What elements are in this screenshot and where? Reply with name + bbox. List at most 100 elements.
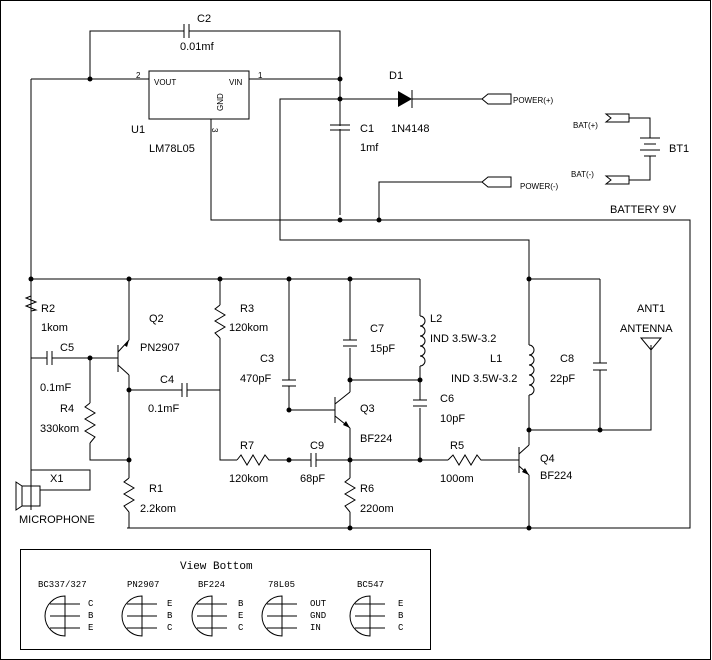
u1-part: LM78L05 [149,143,195,155]
c7-ref: C7 [370,323,384,335]
antenna-ant1: ANT1 ANTENNA [620,303,673,351]
q4-part: BF224 [540,470,572,482]
r6-ref: R6 [360,483,374,495]
q3-ref: Q3 [360,403,375,415]
q4-ref: Q4 [540,453,555,465]
pinout-part-name: 78L05 [268,580,295,590]
diode-d1: D1 1N4148 [389,70,430,135]
inductor-l1: L1 IND 3.5W-3.2 [451,344,535,396]
pin-label: B [167,611,173,621]
ant1-label: ANTENNA [620,323,673,335]
main-wiring [28,240,652,531]
pin-label: OUT [310,599,327,609]
r4-value: 330kom [40,423,79,435]
pin-label: E [398,599,403,609]
c3-value: 470pF [240,373,271,385]
capacitor-c1: C1 1mf [330,123,379,154]
pin-label: C [238,623,244,633]
pin-label: IN [310,623,321,633]
r6-value: 220om [360,503,394,515]
r3-ref: R3 [240,303,254,315]
pin-label: E [167,599,172,609]
capacitor-c4: C4 0.1mF [148,374,190,415]
c8-value: 22pF [550,373,575,385]
c2-value: 0.01mf [180,41,215,53]
r2-ref: R2 [41,303,55,315]
c3-ref: C3 [260,353,274,365]
c5-ref: C5 [60,342,74,354]
d1-value: 1N4148 [391,123,430,135]
q2-ref: Q2 [149,313,164,325]
transistor-q3: Q3 BF224 [334,391,392,445]
q2-part: PN2907 [140,342,180,354]
l2-ref: L2 [430,313,442,325]
u1-ref: U1 [131,124,145,136]
power-neg-label: POWER(-) [520,182,559,191]
u1-pin1-number: 1 [258,71,263,80]
l1-value: IND 3.5W-3.2 [451,373,517,385]
to92-package-icon [191,595,227,637]
pinout-part-name: BF224 [198,580,225,590]
to92-package-icon [261,595,297,637]
resistor-r5: R5 100om [440,440,485,485]
c1-value: 1mf [360,142,379,154]
c4-ref: C4 [160,374,174,386]
u1-pin3-number: 3 [210,128,219,133]
pinout-part-name: BC547 [357,580,384,590]
pinout-part-name: PN2907 [127,580,159,590]
u1-pin2-number: 2 [136,71,141,80]
pin-label: B [88,611,94,621]
resistor-r2: R2 1kom [24,279,68,334]
c9-ref: C9 [310,440,324,452]
c1-ref: C1 [360,123,374,135]
c6-ref: C6 [440,393,454,405]
r4-ref: R4 [60,403,74,415]
r7-value: 120kom [229,473,268,485]
capacitor-c6: C6 10pF [413,393,465,425]
to92-package-icon [44,595,80,637]
c8-ref: C8 [560,353,574,365]
bt1-ref: BT1 [669,143,689,155]
c9-value: 68pF [300,473,325,485]
bat-pos-label: BAT(+) [573,121,598,130]
bt1-label: BATTERY 9V [610,204,677,216]
pin-label: C [167,623,173,633]
u1-gnd-pin-label: GND [216,93,225,111]
capacitor-c7: C7 15pF [343,323,395,355]
u1-vout-pin-label: VOUT [154,78,176,87]
transistor-q2: Q2 PN2907 [117,313,180,376]
pinout-title: View Bottom [180,561,253,573]
to92-package-icon [349,595,385,637]
d1-ref: D1 [389,70,403,82]
x1-label: MICROPHONE [19,514,95,526]
r7-ref: R7 [240,440,254,452]
resistor-r7: R7 120kom [229,440,273,485]
capacitor-c9: C9 68pF [300,440,325,485]
r5-ref: R5 [450,440,464,452]
c4-value: 0.1mF [148,403,179,415]
to92-package-icon [121,595,157,637]
transistor-q4: Q4 BF224 [518,444,572,482]
resistor-r3: R3 120kom [214,303,268,339]
c2-ref: C2 [197,13,211,25]
x1-ref: X1 [50,473,63,485]
l1-ref: L1 [490,353,502,365]
power-neg-connector: POWER(-) [481,176,559,191]
r1-value: 2.2kom [140,503,176,515]
c5-value: 0.1mF [40,382,71,394]
r1-ref: R1 [149,483,163,495]
r5-value: 100om [440,473,474,485]
r3-value: 120kom [229,322,268,334]
resistor-r1: R1 2.2kom [123,477,176,515]
c6-value: 10pF [440,413,465,425]
bat-neg-label: BAT(-) [571,170,594,179]
resistor-r4: R4 330kom [40,402,96,444]
pin-label: C [398,623,404,633]
pin-label: E [88,623,93,633]
q3-part: BF224 [360,433,392,445]
resistor-r6: R6 220om [344,477,394,515]
microphone-x1: X1 MICROPHONE [15,473,95,526]
pinout-panel: View Bottom BC337/327 C B E PN2907 E B C… [20,549,431,650]
pinout-part-name: BC337/327 [38,580,87,590]
